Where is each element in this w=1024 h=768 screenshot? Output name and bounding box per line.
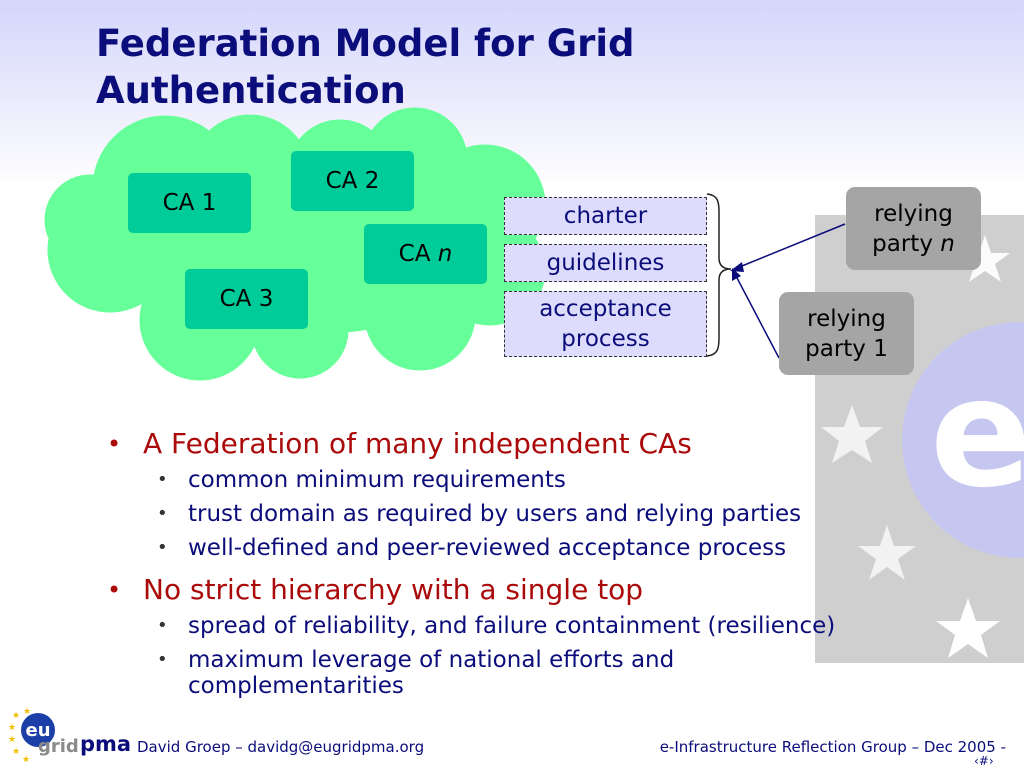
footer-event: e-Infrastructure Reflection Group – Dec … (659, 738, 1006, 756)
bullet-federation: A Federation of many independent CAs (105, 425, 985, 463)
logo-star-icon: ★ (23, 707, 32, 717)
guidelines-label: guidelines (546, 250, 665, 276)
logo-star-icon: ★ (8, 723, 17, 733)
bullet-no-hierarchy: No strict hierarchy with a single top (105, 571, 985, 609)
relying-party-n-line1: relying (874, 200, 953, 227)
acceptance-process-box: acceptance process (504, 291, 707, 357)
ca-2-box: CA 2 (291, 151, 414, 211)
slide-title: Federation Model for Grid Authentication (96, 22, 635, 112)
ca-3-box: CA 3 (185, 269, 308, 329)
footer-author: David Groep – davidg@eugridpma.org (137, 738, 425, 756)
sub-bullet-trust-domain: trust domain as required by users and re… (143, 501, 985, 527)
bullet-list: A Federation of many independent CAs com… (105, 425, 985, 707)
ca-cloud (44, 107, 546, 381)
relying-party-1-box: relying party 1 (779, 292, 914, 375)
logo-star-icon: ★ (8, 735, 17, 745)
logo-star-icon: ★ (12, 747, 21, 757)
relying-party-n-box: relying party n (846, 187, 981, 270)
ca-n-label: CA n (398, 241, 453, 267)
charter-label: charter (563, 203, 648, 229)
documents-brace (706, 193, 732, 357)
sub-bullet-acceptance-process: well-defined and peer-reviewed acceptanc… (143, 535, 985, 561)
footer-page-number: ‹#› (974, 755, 994, 768)
ca-n-box: CA n (364, 224, 487, 284)
guidelines-box: guidelines (504, 244, 707, 282)
sub-bullet-reliability: spread of reliability, and failure conta… (143, 613, 985, 639)
logo-pma-text: pma (80, 732, 132, 756)
relying-party-1-line1: relying (807, 305, 886, 332)
relying-party-1-line2: party 1 (805, 335, 888, 362)
ca-2-label: CA 2 (325, 168, 380, 194)
logo-star-icon: ★ (12, 711, 21, 721)
arrow-from-relying-party-n (730, 223, 846, 272)
logo-star-icon: ★ (22, 755, 31, 765)
relying-party-n-line2: party n (872, 230, 955, 257)
ca-1-label: CA 1 (162, 190, 217, 216)
logo-grid-text: grid (38, 736, 79, 757)
federation-diagram (44, 107, 846, 381)
sub-bullet-national-efforts: maximum leverage of national efforts and… (143, 647, 808, 699)
sub-bullet-common-minimum: common minimum requirements (143, 467, 985, 493)
ca-3-label: CA 3 (219, 286, 274, 312)
charter-box: charter (504, 197, 707, 235)
logo-eu-circle: eu (21, 713, 55, 747)
ca-1-box: CA 1 (128, 173, 251, 233)
acceptance-label-line1: acceptance (539, 296, 672, 322)
eugridpma-logo: ★ ★ ★ ★ ★ ★ eu grid pma (8, 707, 131, 768)
acceptance-label-line2: process (561, 326, 650, 352)
arrow-from-relying-party-1 (732, 268, 780, 359)
